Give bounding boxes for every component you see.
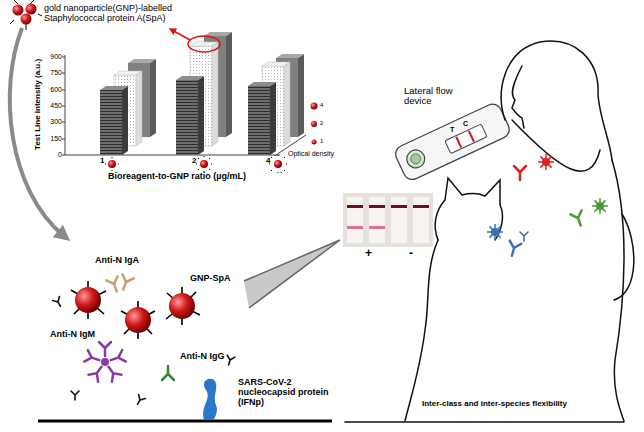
label-text: -: [409, 247, 413, 260]
label-text: Inter-class and inter-species flexibilit…: [422, 400, 567, 409]
label-text: 0: [42, 151, 62, 159]
curved-arrow: [10, 28, 64, 236]
label-text: T: [450, 126, 454, 134]
label-text: 4: [320, 102, 323, 109]
free-antibodies: [53, 297, 235, 407]
label-text: 450: [42, 102, 62, 110]
nucleocapsid-protein: [203, 379, 217, 420]
label-text: 1: [320, 138, 323, 145]
label-text: 600: [42, 86, 62, 94]
label-text: 4: [266, 157, 270, 166]
lateral-flow-device: [393, 101, 512, 182]
label-text: 1: [100, 157, 104, 166]
gnp-cluster: [10, 0, 42, 30]
red-arrow: [172, 30, 190, 40]
bar-series-front: [100, 76, 276, 155]
igg-antibody: [162, 366, 174, 380]
ratio-particles: [105, 155, 287, 173]
label-text: Bioreagent-to-GNP ratio (µg/mL): [108, 172, 246, 182]
label-text: Test Line intensity (a.u.): [34, 44, 43, 164]
label-text: 2: [320, 120, 323, 127]
label-text: gold nanoparticle(GNP)-labelled Staphylo…: [44, 4, 199, 24]
antibody-label: Anti-N IgM: [50, 330, 95, 340]
label-text: Optical density: [288, 150, 334, 158]
label-text: 900: [42, 53, 62, 61]
igm-antibody: [84, 342, 126, 382]
chart-axes: [62, 55, 306, 155]
antibody-label: Anti-N IgG: [180, 352, 225, 362]
iga-antibody: [106, 274, 133, 293]
label-text: +: [365, 247, 372, 260]
label-text: 150: [42, 135, 62, 143]
bubble-outline: [40, 212, 250, 422]
test-strips: [343, 193, 433, 247]
bubble-tail: [244, 240, 340, 308]
label-text: C: [463, 120, 468, 128]
colored-antibodies: [487, 154, 608, 257]
label-text: Lateral flow device: [404, 86, 479, 107]
highlight-ellipse: [188, 36, 220, 52]
bubble-circle: [41, 213, 249, 421]
bubble-tail-outline: [244, 240, 340, 308]
label-text: 750: [42, 69, 62, 77]
label-text: 300: [42, 118, 62, 126]
antibody-label: GNP-SpA: [190, 274, 231, 284]
surface-line: [38, 420, 332, 423]
label-text: 2: [192, 157, 196, 166]
callout-bubble: Anti-N IgAAnti-N IgMGNP-SpAAnti-N IgGSAR…: [40, 212, 250, 422]
density-particles: [311, 103, 318, 145]
antibody-label: Anti-N IgA: [95, 256, 139, 266]
antibody-label: SARS-CoV-2 nucleocapsid protein (IFNp): [238, 378, 334, 408]
woman-cat-outline: [345, 41, 634, 422]
